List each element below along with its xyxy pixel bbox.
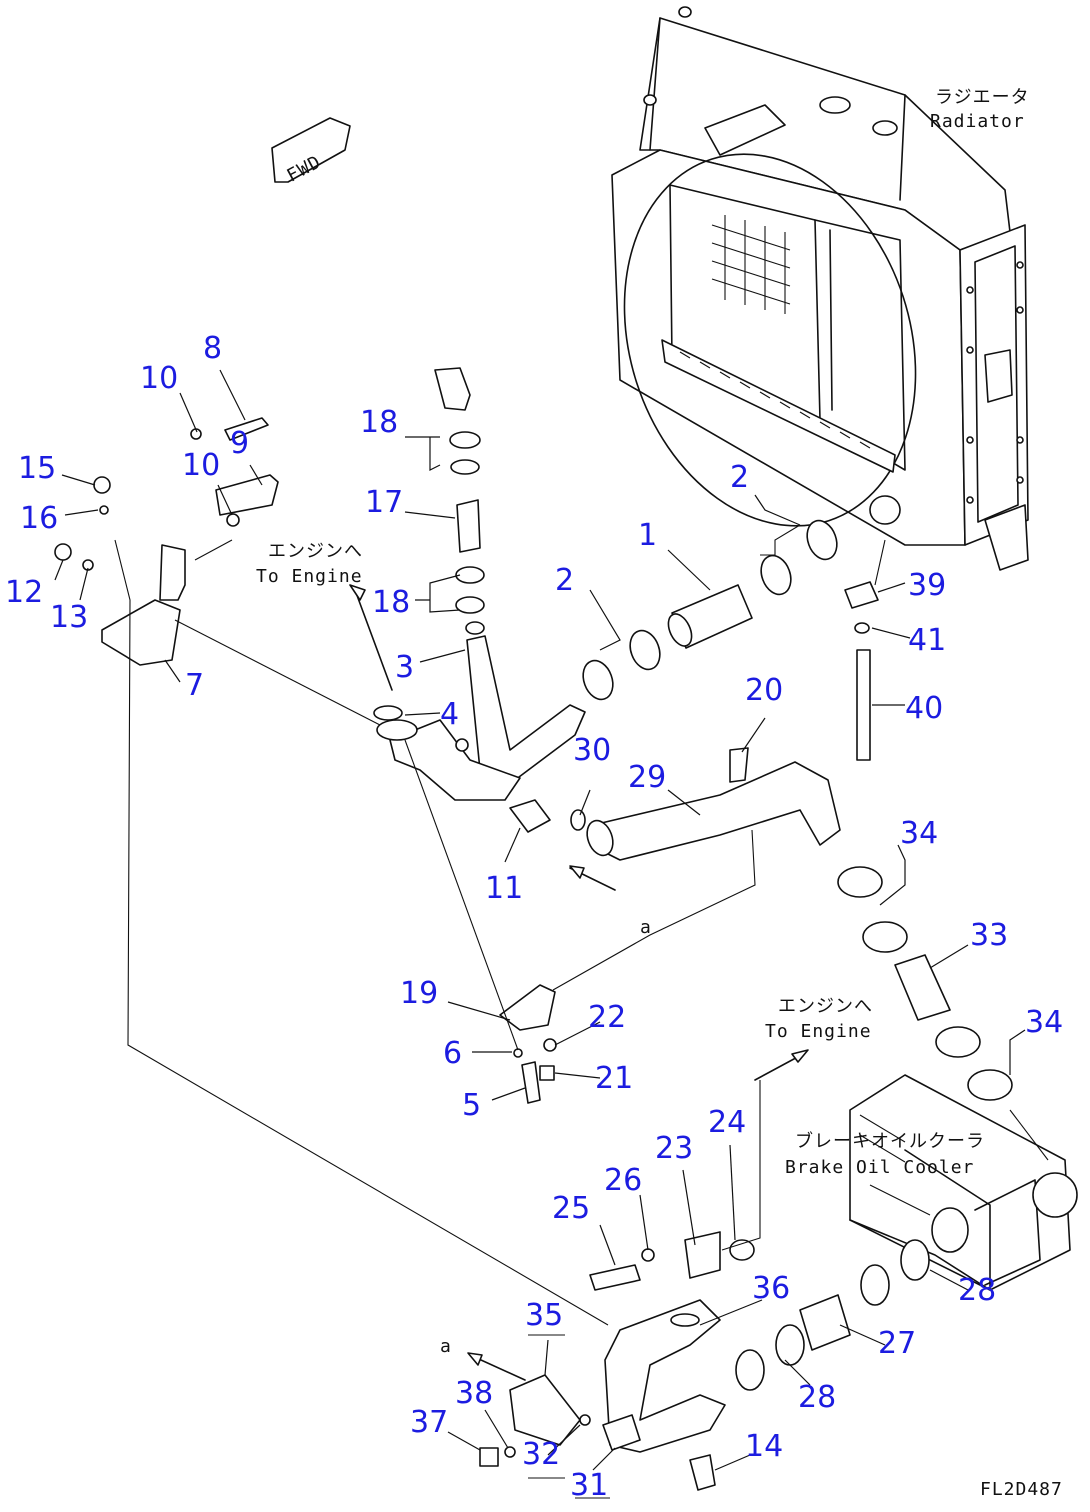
callout-17: 17 [365,485,403,520]
figure-code-label: FL2D487 [980,1479,1063,1500]
callout-34: 34 [900,816,938,851]
callout-30: 30 [573,733,611,768]
callout-26: 26 [604,1163,642,1198]
callout-4: 4 [440,697,459,732]
callout-19: 19 [400,976,438,1011]
callout-18: 18 [360,405,398,440]
radiator-jp-label: ラジエータ [935,87,1030,108]
callout-21: 21 [595,1061,633,1096]
left-bracket-group [54,417,279,666]
callout-8: 8 [203,331,222,366]
oil-cooler-en-label: Brake Oil Cooler [785,1157,974,1178]
callout-13: 13 [50,600,88,635]
callout-6: 6 [443,1036,462,1071]
callout-12: 12 [5,575,43,610]
callout-39: 39 [908,568,946,603]
callout-32: 32 [522,1437,560,1472]
callout-7: 7 [185,668,204,703]
lower-pipe-group [479,1231,930,1491]
callout-28: 28 [798,1380,836,1415]
callout-3: 3 [395,650,414,685]
callout-10: 10 [140,361,178,396]
upper-pipe-group [373,367,838,833]
callout-35: 35 [525,1298,563,1333]
callout-41: 41 [908,623,946,658]
ref-a-label-2: a [440,1336,452,1357]
callout-23: 23 [655,1131,693,1166]
callout-24: 24 [708,1105,746,1140]
callout-27: 27 [878,1326,916,1361]
callout-2: 2 [730,460,749,495]
text-annotations: ラジエータ Radiator エンジンへ To Engine エンジンへ To … [256,87,1063,1500]
callout-11: 11 [485,871,523,906]
to-engine-jp-label-1: エンジンへ [268,541,363,562]
oil-cooler-jp-label: ブレーキオイルクーラ [795,1130,985,1152]
callout-5: 5 [462,1088,481,1123]
callout-1: 1 [638,518,657,553]
to-engine-jp-label-2: エンジンへ [778,996,873,1017]
callout-14: 14 [745,1429,783,1464]
to-engine-en-label-2: To Engine [765,1021,872,1042]
leader-lines [54,369,1049,1499]
callout-37: 37 [410,1405,448,1440]
callout-22: 22 [588,1000,626,1035]
radiator-assembly [611,6,1029,571]
callout-18: 18 [372,585,410,620]
middle-pipe-group [499,747,1013,1104]
callout-2: 2 [555,563,574,598]
drain-pipe-group [844,581,879,761]
ref-a-label-1: a [640,917,652,938]
callout-29: 29 [628,760,666,795]
callout-25: 25 [552,1191,590,1226]
callout-34: 34 [1025,1005,1063,1040]
callout-40: 40 [905,691,943,726]
callout-38: 38 [455,1376,493,1411]
callout-31: 31 [570,1468,608,1503]
radiator-en-label: Radiator [930,111,1025,132]
callout-15: 15 [18,451,56,486]
callout-numbers: 1 2 2 3 4 5 6 7 8 9 10 10 11 12 13 14 15… [5,331,1063,1503]
callout-33: 33 [970,918,1008,953]
callout-36: 36 [752,1271,790,1306]
callout-28: 28 [958,1273,996,1308]
callout-10: 10 [182,448,220,483]
callout-16: 16 [20,501,58,536]
callout-20: 20 [745,673,783,708]
forward-arrow-icon: FWD [271,117,351,187]
callout-9: 9 [230,426,249,461]
brake-oil-cooler [849,1074,1078,1291]
to-engine-en-label-1: To Engine [256,566,363,587]
